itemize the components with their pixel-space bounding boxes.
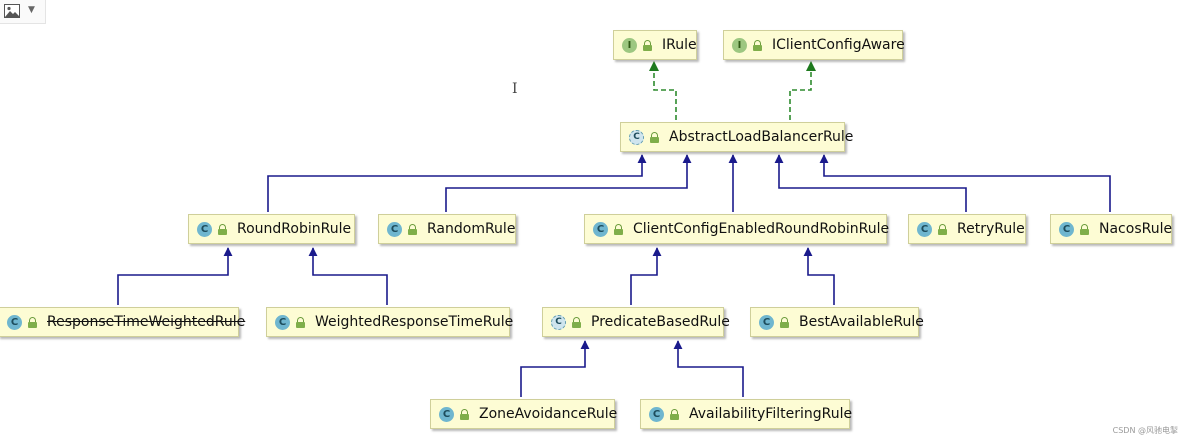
lock-icon — [670, 409, 679, 420]
node-roundrobinrule[interactable]: C RoundRobinRule — [188, 214, 355, 244]
node-irule[interactable]: I IRule — [613, 30, 697, 60]
node-label: IRule — [662, 37, 697, 53]
node-bestavailablerule[interactable]: C BestAvailableRule — [750, 307, 924, 337]
lock-icon — [643, 40, 652, 51]
node-responsetimeweightedrule[interactable]: C ResponseTimeWeightedRule — [0, 307, 245, 337]
edge-availabilityfilteringrule-predicatebasedrule — [673, 340, 744, 397]
node-label: RetryRule — [957, 221, 1025, 237]
class-icon: C — [197, 221, 212, 237]
class-icon: C — [649, 406, 664, 422]
node-label: RoundRobinRule — [237, 221, 352, 237]
edge-retryrule-abstractloadbalancerrule — [774, 154, 967, 212]
class-icon: C — [917, 221, 932, 237]
class-icon: C — [275, 314, 290, 330]
edge-responsetimeweightedrule-roundrobinrule — [117, 247, 233, 305]
edge-roundrobinrule-abstractloadbalancerrule — [267, 154, 647, 212]
node-clientconfigenabledroundrobinrule[interactable]: C ClientConfigEnabledRoundRobinRule — [584, 214, 890, 244]
lock-icon — [938, 224, 947, 235]
node-abstractloadbalancerrule[interactable]: C AbstractLoadBalancerRule — [620, 122, 853, 152]
node-predicatebasedrule[interactable]: C PredicateBasedRule — [542, 307, 730, 337]
node-label: AvailabilityFilteringRule — [689, 406, 853, 422]
lock-icon — [28, 317, 37, 328]
node-retryrule[interactable]: C RetryRule — [908, 214, 1026, 244]
abstract-class-icon: C — [629, 129, 644, 145]
interface-icon: I — [622, 37, 637, 53]
edge-randomrule-abstractloadbalancerrule — [445, 154, 692, 212]
node-zoneavoidancerule[interactable]: C ZoneAvoidanceRule — [430, 399, 618, 429]
node-nacosrule[interactable]: C NacosRule — [1050, 214, 1172, 244]
lock-icon — [1080, 224, 1089, 235]
interface-icon: I — [732, 37, 747, 53]
text-cursor-icon: I — [512, 81, 518, 97]
lock-icon — [296, 317, 305, 328]
edge-abstractloadbalancerrule-irule — [649, 61, 677, 120]
lock-icon — [614, 224, 623, 235]
class-icon: C — [7, 314, 22, 330]
lock-icon — [460, 409, 469, 420]
node-label: NacosRule — [1099, 221, 1173, 237]
node-randomrule[interactable]: C RandomRule — [378, 214, 516, 244]
node-label: ClientConfigEnabledRoundRobinRule — [633, 221, 890, 237]
chevron-down-icon[interactable]: ▼ — [28, 5, 35, 15]
node-label: WeightedResponseTimeRule — [315, 314, 514, 330]
node-label: BestAvailableRule — [799, 314, 924, 330]
lock-icon — [218, 224, 227, 235]
abstract-class-icon: C — [551, 314, 566, 330]
image-icon[interactable] — [4, 4, 20, 18]
diagram-toolbar: ▼ — [0, 0, 46, 24]
node-label: PredicateBasedRule — [591, 314, 730, 330]
node-label: ResponseTimeWeightedRule — [47, 314, 246, 330]
lock-icon — [572, 317, 581, 328]
edge-zoneavoidancerule-predicatebasedrule — [520, 340, 590, 397]
node-iclientconfigaware[interactable]: I IClientConfigAware — [723, 30, 905, 60]
watermark: CSDN @风驰电掣 — [1112, 426, 1178, 435]
edge-weightedresponsetimerule-roundrobinrule — [308, 247, 388, 305]
node-label: IClientConfigAware — [772, 37, 905, 53]
class-icon: C — [759, 314, 774, 330]
lock-icon — [780, 317, 789, 328]
edge-nacosrule-abstractloadbalancerrule — [819, 154, 1111, 212]
class-icon: C — [1059, 221, 1074, 237]
node-label: AbstractLoadBalancerRule — [669, 129, 854, 145]
node-weightedresponsetimerule[interactable]: C WeightedResponseTimeRule — [266, 307, 514, 337]
node-label: ZoneAvoidanceRule — [479, 406, 618, 422]
class-icon: C — [593, 221, 608, 237]
class-icon: C — [439, 406, 454, 422]
lock-icon — [753, 40, 762, 51]
edge-abstractloadbalancerrule-iclientconfigaware — [789, 61, 816, 120]
lock-icon — [650, 132, 659, 143]
class-icon: C — [387, 221, 402, 237]
node-label: RandomRule — [427, 221, 516, 237]
node-availabilityfilteringrule[interactable]: C AvailabilityFilteringRule — [640, 399, 853, 429]
edge-predicatebasedrule-clientconfigenabledroundrobinrule — [630, 247, 662, 305]
edge-bestavailablerule-clientconfigenabledroundrobinrule — [803, 247, 835, 305]
lock-icon — [408, 224, 417, 235]
